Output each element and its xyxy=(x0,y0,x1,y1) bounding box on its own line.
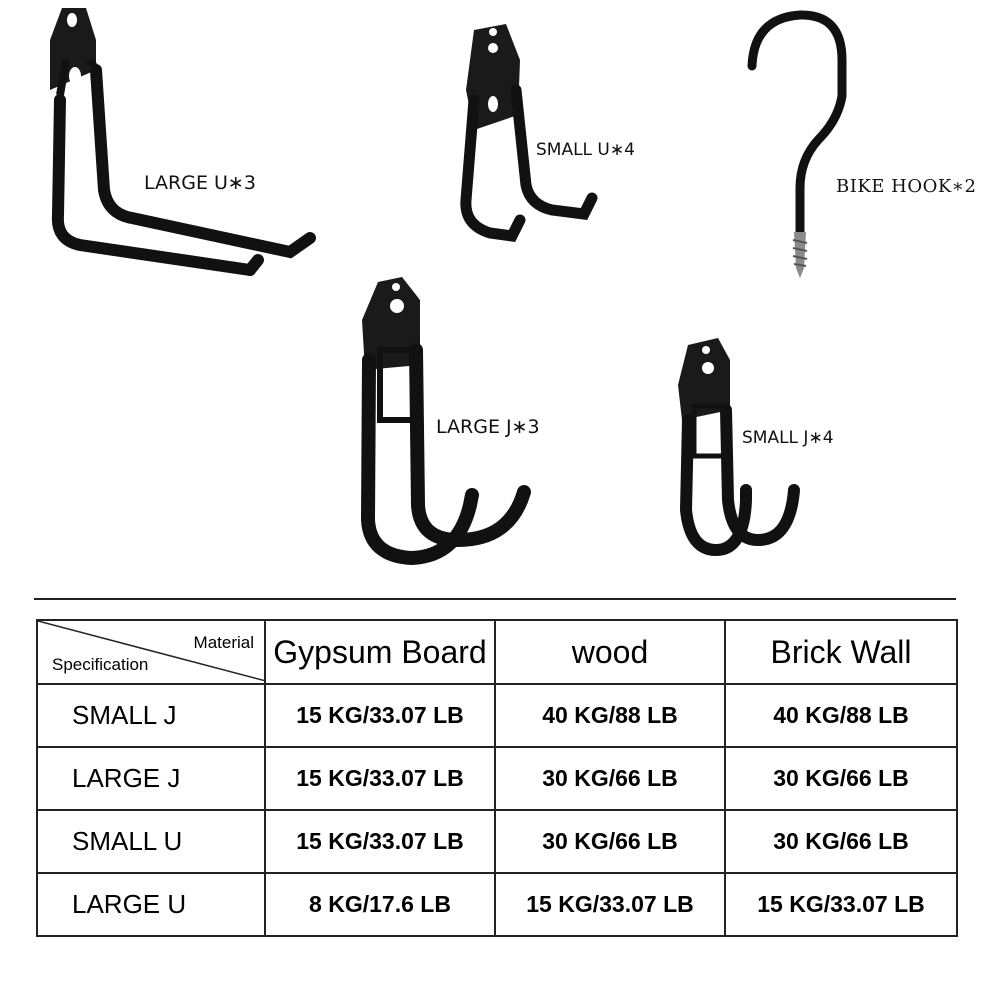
table-cell: 15 KG/33.07 LB xyxy=(264,809,496,874)
material-corner-label: Material xyxy=(193,633,254,652)
small-j-hook-image xyxy=(678,338,800,557)
small-u-label: SMALL U∗4 xyxy=(536,140,635,160)
large-u-label: LARGE U∗3 xyxy=(144,172,256,194)
bike-hook-label: BIKE HOOK∗2 xyxy=(836,176,977,197)
table-cell: 30 KG/66 LB xyxy=(724,809,958,874)
table-cell: 15 KG/33.07 LB xyxy=(724,872,958,937)
row-header: SMALL J xyxy=(36,683,266,748)
table-cell: 40 KG/88 LB xyxy=(494,683,726,748)
table-cell: 8 KG/17.6 LB xyxy=(264,872,496,937)
table-cell: 40 KG/88 LB xyxy=(724,683,958,748)
table-cell: 15 KG/33.07 LB xyxy=(264,746,496,811)
specification-corner-label: Specification xyxy=(52,655,149,674)
large-u-hook-image xyxy=(50,8,316,276)
table-row: SMALL U 15 KG/33.07 LB 30 KG/66 LB 30 KG… xyxy=(36,809,958,874)
large-j-hook-image xyxy=(360,277,531,566)
small-j-label: SMALL J∗4 xyxy=(742,428,834,448)
table-row: SMALL J 15 KG/33.07 LB 40 KG/88 LB 40 KG… xyxy=(36,683,958,748)
row-header: LARGE U xyxy=(36,872,266,937)
bike-hook-image xyxy=(747,10,847,278)
table-header-row: Material Specification Gypsum Board wood… xyxy=(36,619,958,685)
table-corner-cell: Material Specification xyxy=(36,619,266,685)
section-divider xyxy=(34,598,956,600)
table-cell: 30 KG/66 LB xyxy=(494,746,726,811)
small-u-hook-image xyxy=(460,24,598,242)
row-header: LARGE J xyxy=(36,746,266,811)
table-cell: 15 KG/33.07 LB xyxy=(264,683,496,748)
product-illustration-area: LARGE U∗3 SMALL U∗4 BIKE HOOK∗2 LARGE J∗… xyxy=(50,8,977,566)
table-cell: 30 KG/66 LB xyxy=(494,809,726,874)
large-j-label: LARGE J∗3 xyxy=(436,416,540,438)
column-header-wood: wood xyxy=(494,619,726,685)
row-header: SMALL U xyxy=(36,809,266,874)
hooks-illustration xyxy=(50,8,847,566)
table-cell: 15 KG/33.07 LB xyxy=(494,872,726,937)
table-cell: 30 KG/66 LB xyxy=(724,746,958,811)
table-row: LARGE U 8 KG/17.6 LB 15 KG/33.07 LB 15 K… xyxy=(36,872,958,937)
column-header-brick: Brick Wall xyxy=(724,619,958,685)
column-header-gypsum: Gypsum Board xyxy=(264,619,496,685)
corner-diagonal xyxy=(38,621,266,681)
load-capacity-table: Material Specification Gypsum Board wood… xyxy=(36,619,958,937)
table-row: LARGE J 15 KG/33.07 LB 30 KG/66 LB 30 KG… xyxy=(36,746,958,811)
